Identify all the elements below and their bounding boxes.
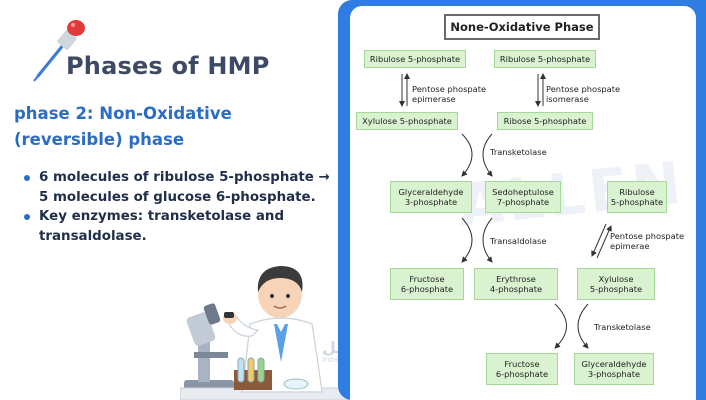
box-ribulose-a: Ribulose 5-phosphate (364, 50, 466, 68)
diagram-title: None-Oxidative Phase (444, 14, 600, 40)
box-glyceraldehyde-a: Glyceraldehyde 3-phosphate (390, 181, 472, 213)
dropper-icon (33, 20, 85, 82)
page-title: Phases of HMP (66, 52, 270, 80)
bullet-list: 6 molecules of ribulose 5-phosphate → 5 … (22, 168, 340, 246)
box-ribulose-b: Ribulose 5-phosphate (494, 50, 596, 68)
bullet-item: Key enzymes: transketolase and transaldo… (22, 207, 340, 246)
enzyme-transaldolase: Transaldolase (490, 236, 547, 246)
enzyme-transketolase-b: Transketolase (594, 322, 651, 332)
enzyme-epimerase-b: Pentose phospate epimerae (610, 231, 685, 251)
box-glyceraldehyde-b: Glyceraldehyde 3-phosphate (574, 353, 654, 385)
enzyme-transketolase-a: Transketolase (490, 147, 547, 157)
enzyme-epimerase-a: Pentose phospate epimerase (412, 84, 487, 104)
box-xylulose-b: Xylulose 5-phosphate (577, 268, 655, 300)
phase-subtitle: phase 2: Non-Oxidative (reversible) phas… (14, 104, 232, 149)
box-ribulose-c: Ribulose 5-phosphate (607, 181, 667, 213)
scientist-illustration (180, 266, 350, 400)
bullet-item: 6 molecules of ribulose 5-phosphate → 5 … (22, 168, 340, 207)
box-fructose-b: Fructose 6-phosphate (486, 353, 558, 385)
box-sedoheptulose: Sedoheptulose 7-phosphate (485, 181, 561, 213)
box-xylulose-a: Xylulose 5-phosphate (356, 112, 458, 130)
enzyme-isomerase: Pentose phospate isomerase (546, 84, 621, 104)
box-erythrose: Erythrose 4-phosphate (474, 268, 558, 300)
box-fructose-a: Fructose 6-phosphate (390, 268, 464, 300)
box-ribose: Ribose 5-phosphate (497, 112, 593, 130)
